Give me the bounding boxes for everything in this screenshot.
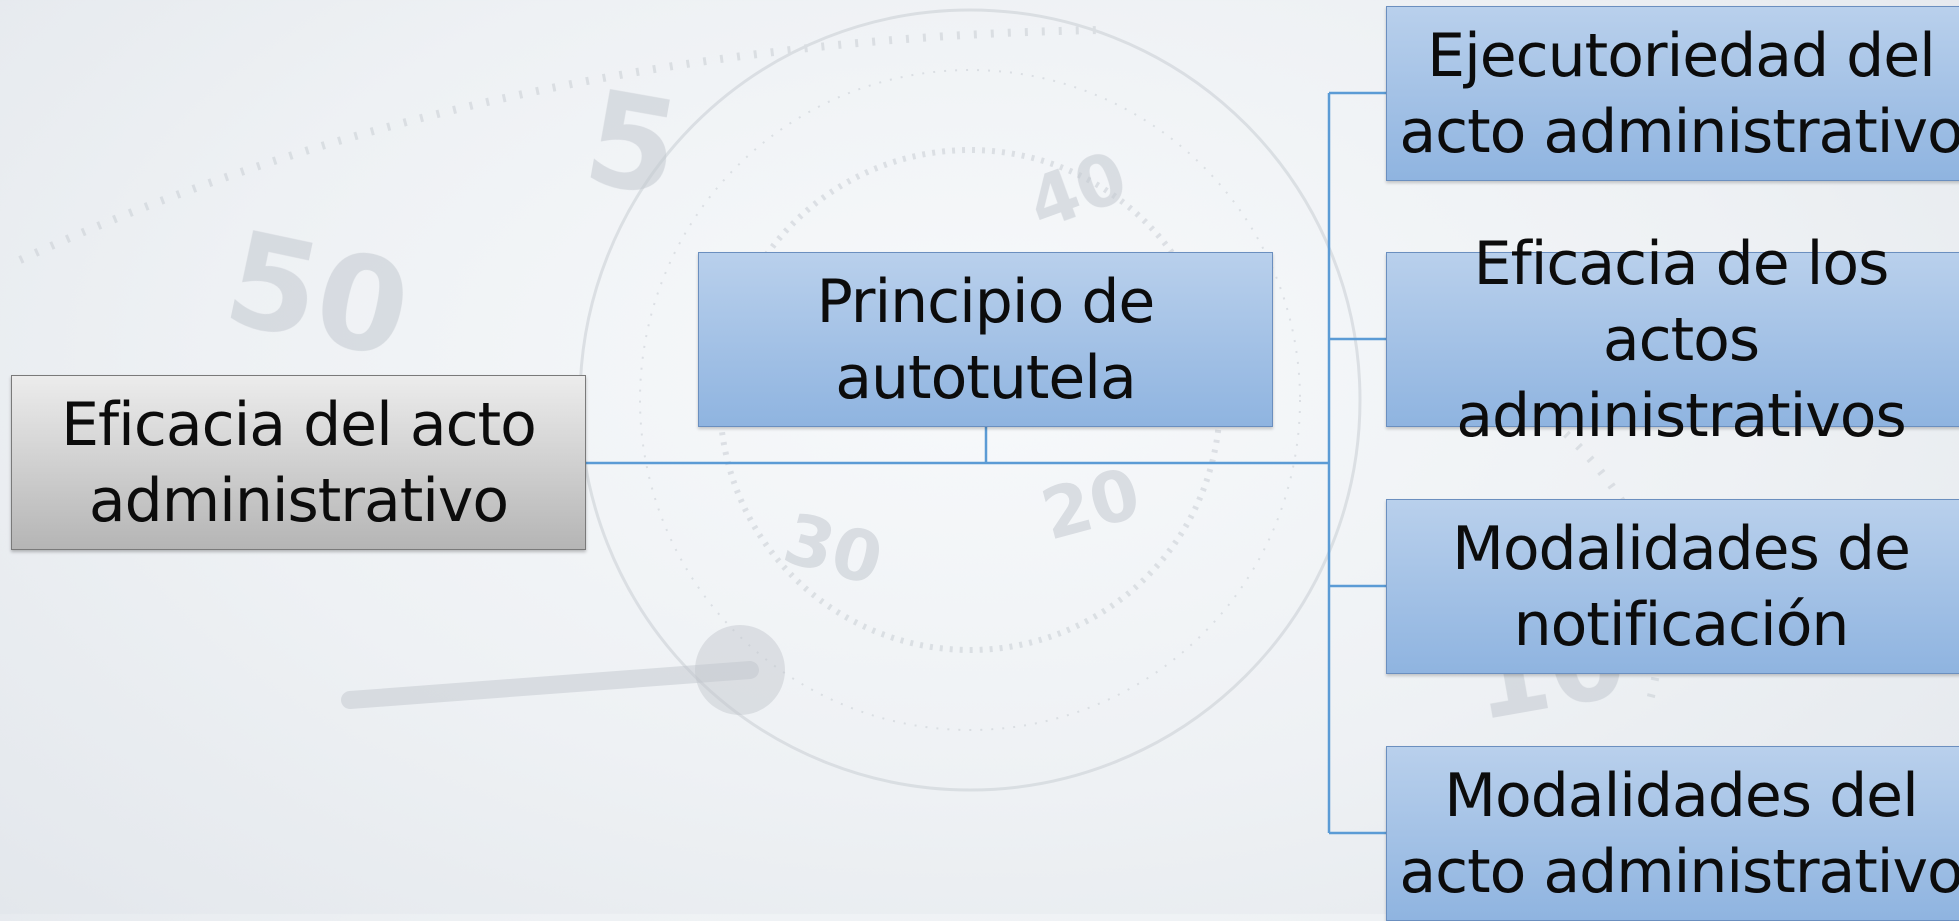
branch-node-2: Eficacia de los actos administrativos <box>1386 229 1959 451</box>
branch-node-label: Modalidades de notificación <box>1452 513 1911 660</box>
branch-node-label: Modalidades del acto administrativo <box>1399 760 1959 907</box>
branch-node-3: Modalidades de notificación <box>1386 499 1959 674</box>
middle-node: Principio de autotutela <box>698 252 1273 427</box>
branch-node-label: Ejecutoriedad del acto administrativo <box>1399 20 1959 167</box>
root-node: Eficacia del acto administrativo <box>11 375 586 550</box>
middle-node-label: Principio de autotutela <box>816 266 1156 413</box>
root-node-label: Eficacia del acto administrativo <box>61 389 537 536</box>
branch-node-label: Eficacia de los actos administrativos <box>1456 228 1907 451</box>
branch-node-4: Modalidades del acto administrativo <box>1386 746 1959 921</box>
branch-node-1: Ejecutoriedad del acto administrativo <box>1386 6 1959 181</box>
dial-number-50: 50 <box>214 202 423 388</box>
